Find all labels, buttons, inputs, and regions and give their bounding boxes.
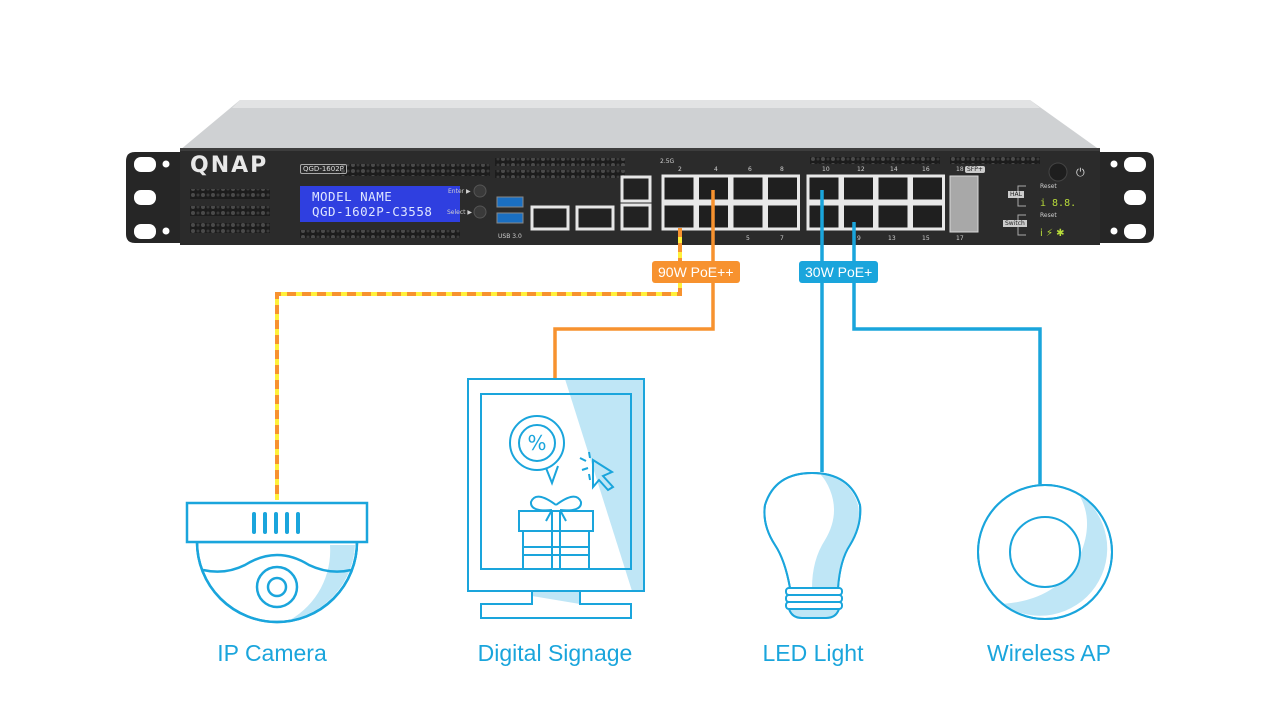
hal-label: HAL (1008, 191, 1024, 198)
cable-digital-signage (553, 190, 715, 378)
port-number-label: 5 (746, 235, 750, 242)
reset-label-hal: Reset (1040, 183, 1057, 190)
port-number-label: 15 (922, 235, 930, 242)
poe-plus-badge: 30W PoE+ (799, 261, 879, 283)
svg-text:%: % (527, 431, 546, 455)
rj45-port (661, 174, 697, 203)
port-number-label: 2 (678, 166, 682, 173)
network-switch: ⏻ i 8.8. i ⚡ ✱ (126, 100, 1154, 245)
rj45-port (730, 174, 766, 203)
port-number-label: 18 (956, 166, 964, 173)
device-label-digital-signage: Digital Signage (477, 640, 633, 666)
port-number-label: 16 (922, 166, 930, 173)
port-number-label: 12 (857, 166, 865, 173)
wireless-ap-icon (977, 484, 1113, 620)
rj45-port (806, 174, 842, 203)
select-label: Select ▶ (447, 209, 473, 216)
rj45-port (661, 202, 697, 231)
status-leds: i ⚡ ✱ (1040, 228, 1065, 239)
device-label-wireless-ap: Wireless AP (987, 640, 1111, 666)
power-icon: ⏻ (1076, 166, 1085, 179)
power-button[interactable] (1048, 162, 1068, 182)
digital-signage-icon: % (467, 378, 645, 619)
device-label-led-light: LED Light (762, 640, 864, 666)
port-number-label: 4 (714, 166, 718, 173)
usb-port-1 (496, 196, 524, 208)
rj45-port (875, 174, 911, 203)
usb-label: USB 3.0 (498, 233, 522, 240)
port-speed-label: 2.5G (660, 158, 675, 165)
port-number-label: 6 (748, 166, 752, 173)
port-number-label: 14 (890, 166, 898, 173)
port-number-label: 8 (780, 166, 784, 173)
led-display: i 8.8. (1040, 198, 1076, 209)
sfp-port (949, 175, 979, 233)
port-number-label: 10 (822, 166, 830, 173)
rj45-port (841, 174, 876, 203)
usb-port-2 (496, 212, 524, 224)
port-number-label: 7 (780, 235, 784, 242)
port-number-label: 9 (857, 235, 861, 242)
rj45-port (765, 174, 800, 203)
device-label-ip-camera: IP Camera (217, 640, 327, 666)
ip-camera-icon (185, 501, 369, 624)
rj45-port-block-2 (806, 174, 945, 231)
rj45-port (806, 202, 842, 231)
lcd-display: MODEL NAME QGD-1602P-C3558 (300, 186, 460, 222)
reset-label-switch: Reset (1040, 212, 1057, 219)
model-tag: QGD-1602P (300, 164, 347, 174)
sfp-label: SFP+ (965, 166, 985, 173)
enter-button[interactable] (473, 184, 487, 198)
light-bulb-icon (763, 471, 862, 619)
port-number-label: 17 (956, 235, 964, 242)
rj45-port (765, 202, 800, 231)
management-ports (530, 175, 652, 231)
rj45-port (730, 202, 766, 231)
rj45-port (875, 202, 911, 231)
port-number-label: 13 (888, 235, 896, 242)
rj45-port (910, 174, 945, 203)
select-button[interactable] (473, 205, 487, 219)
switch-label: Switch (1003, 220, 1027, 227)
switch-top-cover (180, 100, 1100, 150)
lcd-line-2: QGD-1602P-C3558 (312, 204, 433, 219)
poe-plus-plus-badge: 90W PoE++ (652, 261, 740, 283)
rj45-port (841, 202, 876, 231)
rj45-port-block-1 (661, 174, 800, 231)
rj45-port (910, 202, 945, 231)
brand-logo: QNAP (190, 153, 269, 178)
enter-label: Enter ▶ (448, 188, 471, 195)
cable-wireless-ap (852, 222, 1042, 484)
lcd-line-1: MODEL NAME (312, 189, 393, 204)
